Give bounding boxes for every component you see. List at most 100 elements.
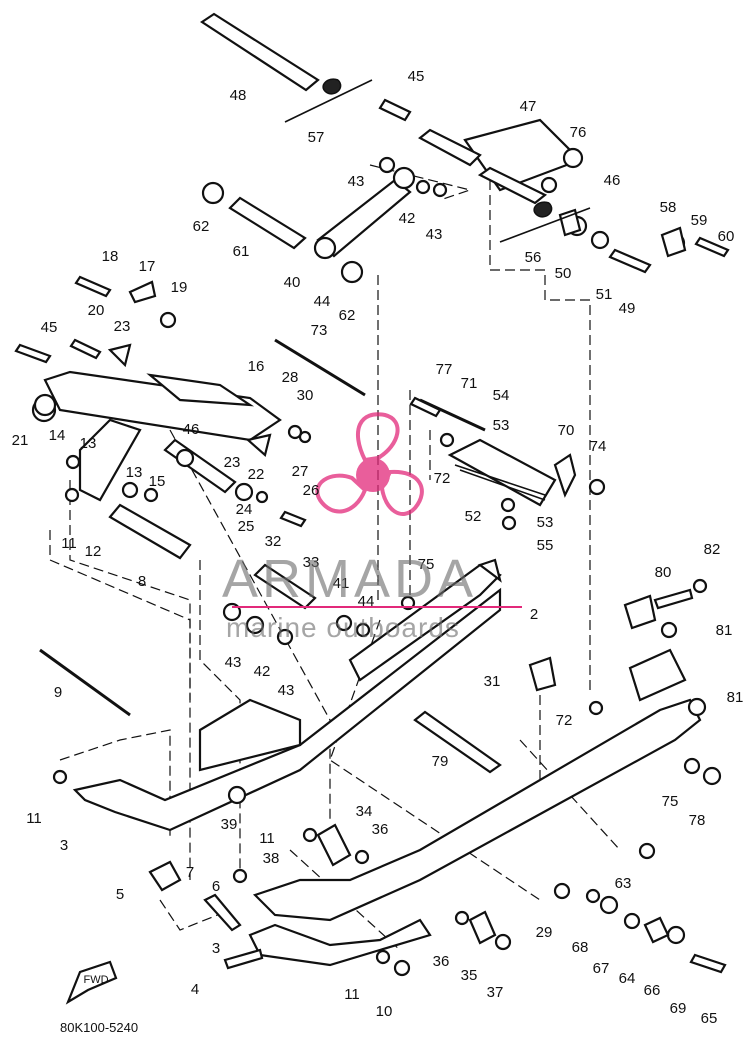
part-callout-52: 52 xyxy=(465,508,482,525)
shafts xyxy=(39,12,502,774)
part-callout-31: 31 xyxy=(484,673,501,690)
part-callout-69: 69 xyxy=(670,1000,687,1017)
part-callout-80: 80 xyxy=(655,564,672,581)
part-callout-46: 46 xyxy=(183,421,200,438)
shock-absorber xyxy=(313,166,416,260)
part-callout-27: 27 xyxy=(292,463,309,480)
part-callout-25: 25 xyxy=(238,518,255,535)
part-callout-22: 22 xyxy=(248,466,265,483)
part-callout-43: 43 xyxy=(348,173,365,190)
part-callout-16: 16 xyxy=(248,358,265,375)
part-callout-63: 63 xyxy=(615,875,632,892)
part-callout-42: 42 xyxy=(254,663,271,680)
part-callout-33: 33 xyxy=(303,554,320,571)
part-callout-47: 47 xyxy=(520,98,537,115)
part-callout-12: 12 xyxy=(85,543,102,560)
part-callout-75: 75 xyxy=(418,556,435,573)
part-callout-40: 40 xyxy=(284,274,301,291)
part-callout-44: 44 xyxy=(314,293,331,310)
part-callout-73: 73 xyxy=(311,322,328,339)
part-callout-32: 32 xyxy=(265,533,282,550)
part-callout-36: 36 xyxy=(433,953,450,970)
part-callout-24: 24 xyxy=(236,501,253,518)
part-callout-74: 74 xyxy=(590,438,607,455)
part-callout-75: 75 xyxy=(662,793,679,810)
part-callout-38: 38 xyxy=(263,850,280,867)
part-callout-43: 43 xyxy=(278,682,295,699)
part-callout-15: 15 xyxy=(149,473,166,490)
part-callout-7: 7 xyxy=(186,864,194,881)
part-callout-45: 45 xyxy=(41,319,58,336)
hardware-parts xyxy=(14,78,730,977)
part-callout-28: 28 xyxy=(282,369,299,386)
part-callout-18: 18 xyxy=(102,248,119,265)
part-callout-29: 29 xyxy=(536,924,553,941)
part-callout-43: 43 xyxy=(225,654,242,671)
part-callout-30: 30 xyxy=(297,387,314,404)
part-callout-17: 17 xyxy=(139,258,156,275)
part-callout-70: 70 xyxy=(558,422,575,439)
part-callout-58: 58 xyxy=(660,199,677,216)
part-callout-53: 53 xyxy=(537,514,554,531)
part-callout-55: 55 xyxy=(537,537,554,554)
part-callout-61: 61 xyxy=(233,243,250,260)
part-callout-72: 72 xyxy=(434,470,451,487)
fwd-arrow-label: FWD xyxy=(83,974,108,986)
diagram-reference-code: 80K100-5240 xyxy=(60,1020,139,1035)
part-callout-60: 60 xyxy=(718,228,735,245)
part-callout-2: 2 xyxy=(530,606,538,623)
part-callout-5: 5 xyxy=(116,886,124,903)
part-callout-4: 4 xyxy=(191,981,199,998)
part-callout-8: 8 xyxy=(138,573,146,590)
brand-logo-icon xyxy=(315,412,424,516)
part-callout-37: 37 xyxy=(487,984,504,1001)
fwd-arrow-icon: FWD xyxy=(65,960,118,1005)
part-callout-62: 62 xyxy=(339,307,356,324)
part-callout-51: 51 xyxy=(596,286,613,303)
left-slide-rail xyxy=(72,558,502,832)
part-callout-3: 3 xyxy=(60,837,68,854)
part-callout-57: 57 xyxy=(308,129,325,146)
part-callout-81: 81 xyxy=(727,689,744,706)
part-callout-77: 77 xyxy=(436,361,453,378)
upper-arm-assembly xyxy=(31,370,282,502)
part-callout-20: 20 xyxy=(88,302,105,319)
part-callout-34: 34 xyxy=(356,803,373,820)
part-callout-13: 13 xyxy=(80,435,97,452)
part-callout-43: 43 xyxy=(426,226,443,243)
part-callout-66: 66 xyxy=(644,982,661,999)
part-callout-67: 67 xyxy=(593,960,610,977)
part-callout-82: 82 xyxy=(704,541,721,558)
part-callout-35: 35 xyxy=(461,967,478,984)
part-callout-76: 76 xyxy=(570,124,587,141)
part-callout-62: 62 xyxy=(193,218,210,235)
part-callout-23: 23 xyxy=(114,318,131,335)
spring-assembly xyxy=(447,438,577,507)
part-callout-72: 72 xyxy=(556,712,573,729)
part-callout-71: 71 xyxy=(461,375,478,392)
part-callout-64: 64 xyxy=(619,970,636,987)
part-callout-46: 46 xyxy=(604,172,621,189)
part-callout-41: 41 xyxy=(333,575,350,592)
part-callout-11: 11 xyxy=(344,986,360,1003)
part-callout-6: 6 xyxy=(212,878,220,895)
part-callout-68: 68 xyxy=(572,939,589,956)
part-callout-54: 54 xyxy=(493,387,510,404)
part-callout-11: 11 xyxy=(26,810,42,827)
part-callout-3: 3 xyxy=(212,940,220,957)
part-callout-56: 56 xyxy=(525,249,542,266)
part-callout-59: 59 xyxy=(691,212,708,229)
part-callout-39: 39 xyxy=(221,816,238,833)
part-callout-11: 11 xyxy=(61,535,77,552)
part-callout-11: 11 xyxy=(259,830,275,847)
part-callout-21: 21 xyxy=(12,432,29,449)
part-callout-45: 45 xyxy=(408,68,425,85)
part-callout-65: 65 xyxy=(701,1010,718,1027)
part-callout-9: 9 xyxy=(54,684,62,701)
part-callout-81: 81 xyxy=(716,622,733,639)
part-callout-79: 79 xyxy=(432,753,449,770)
part-callout-78: 78 xyxy=(689,812,706,829)
part-callout-19: 19 xyxy=(171,279,188,296)
